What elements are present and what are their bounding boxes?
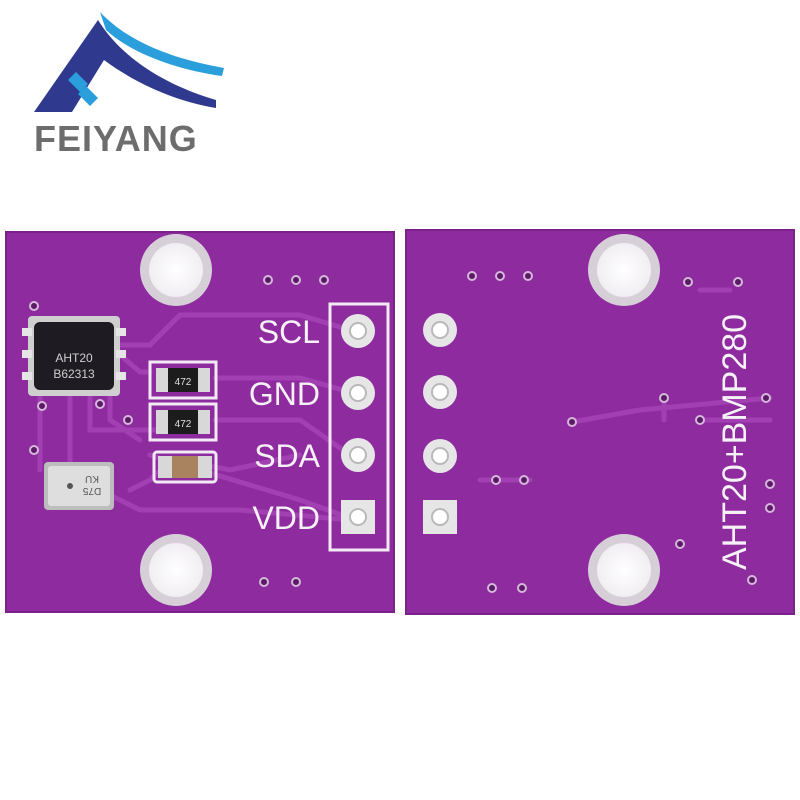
aht20-chip-line2: B62313 bbox=[53, 367, 95, 381]
pin-label-sda: SDA bbox=[254, 438, 320, 474]
pin-label-scl: SCL bbox=[258, 314, 320, 350]
aht20-chip-line1: AHT20 bbox=[55, 351, 93, 365]
pin-scl[interactable] bbox=[341, 314, 375, 348]
bmp280-chip: KU D75 bbox=[44, 462, 114, 510]
back-board: AHT20+BMP280 bbox=[405, 229, 795, 615]
pin-header-outline bbox=[328, 302, 390, 552]
resistor-2-label: 472 bbox=[175, 419, 192, 430]
pin-label-gnd: GND bbox=[249, 376, 320, 412]
aht20-chip: AHT20 B62313 bbox=[22, 316, 126, 396]
pin-sda[interactable] bbox=[341, 438, 375, 472]
front-vias bbox=[29, 275, 329, 587]
capacitor bbox=[152, 450, 218, 484]
feiyang-logo-icon bbox=[34, 12, 224, 112]
back-vias bbox=[467, 271, 775, 593]
resistor-1-label: 472 bbox=[175, 377, 192, 388]
front-board: AHT20 B62313 KU D75 472 472 bbox=[5, 231, 395, 613]
pin-label-vdd: VDD bbox=[252, 500, 320, 536]
brand-name: FEIYANG bbox=[34, 118, 198, 159]
resistor-1: 472 bbox=[148, 360, 218, 400]
logo-light-swoosh bbox=[100, 12, 224, 76]
pin-vdd[interactable] bbox=[341, 500, 375, 534]
back-pin-4[interactable] bbox=[423, 500, 457, 534]
board-title: AHT20+BMP280 bbox=[716, 314, 754, 570]
pin-gnd[interactable] bbox=[341, 376, 375, 410]
bmp280-chip-line1: KU bbox=[85, 473, 99, 484]
back-pin-3[interactable] bbox=[423, 439, 457, 473]
bmp280-chip-line2: D75 bbox=[82, 485, 101, 496]
logo-stripes bbox=[68, 72, 98, 106]
resistor-2: 472 bbox=[148, 402, 218, 442]
back-pin-1[interactable] bbox=[423, 313, 457, 347]
back-pin-2[interactable] bbox=[423, 375, 457, 409]
